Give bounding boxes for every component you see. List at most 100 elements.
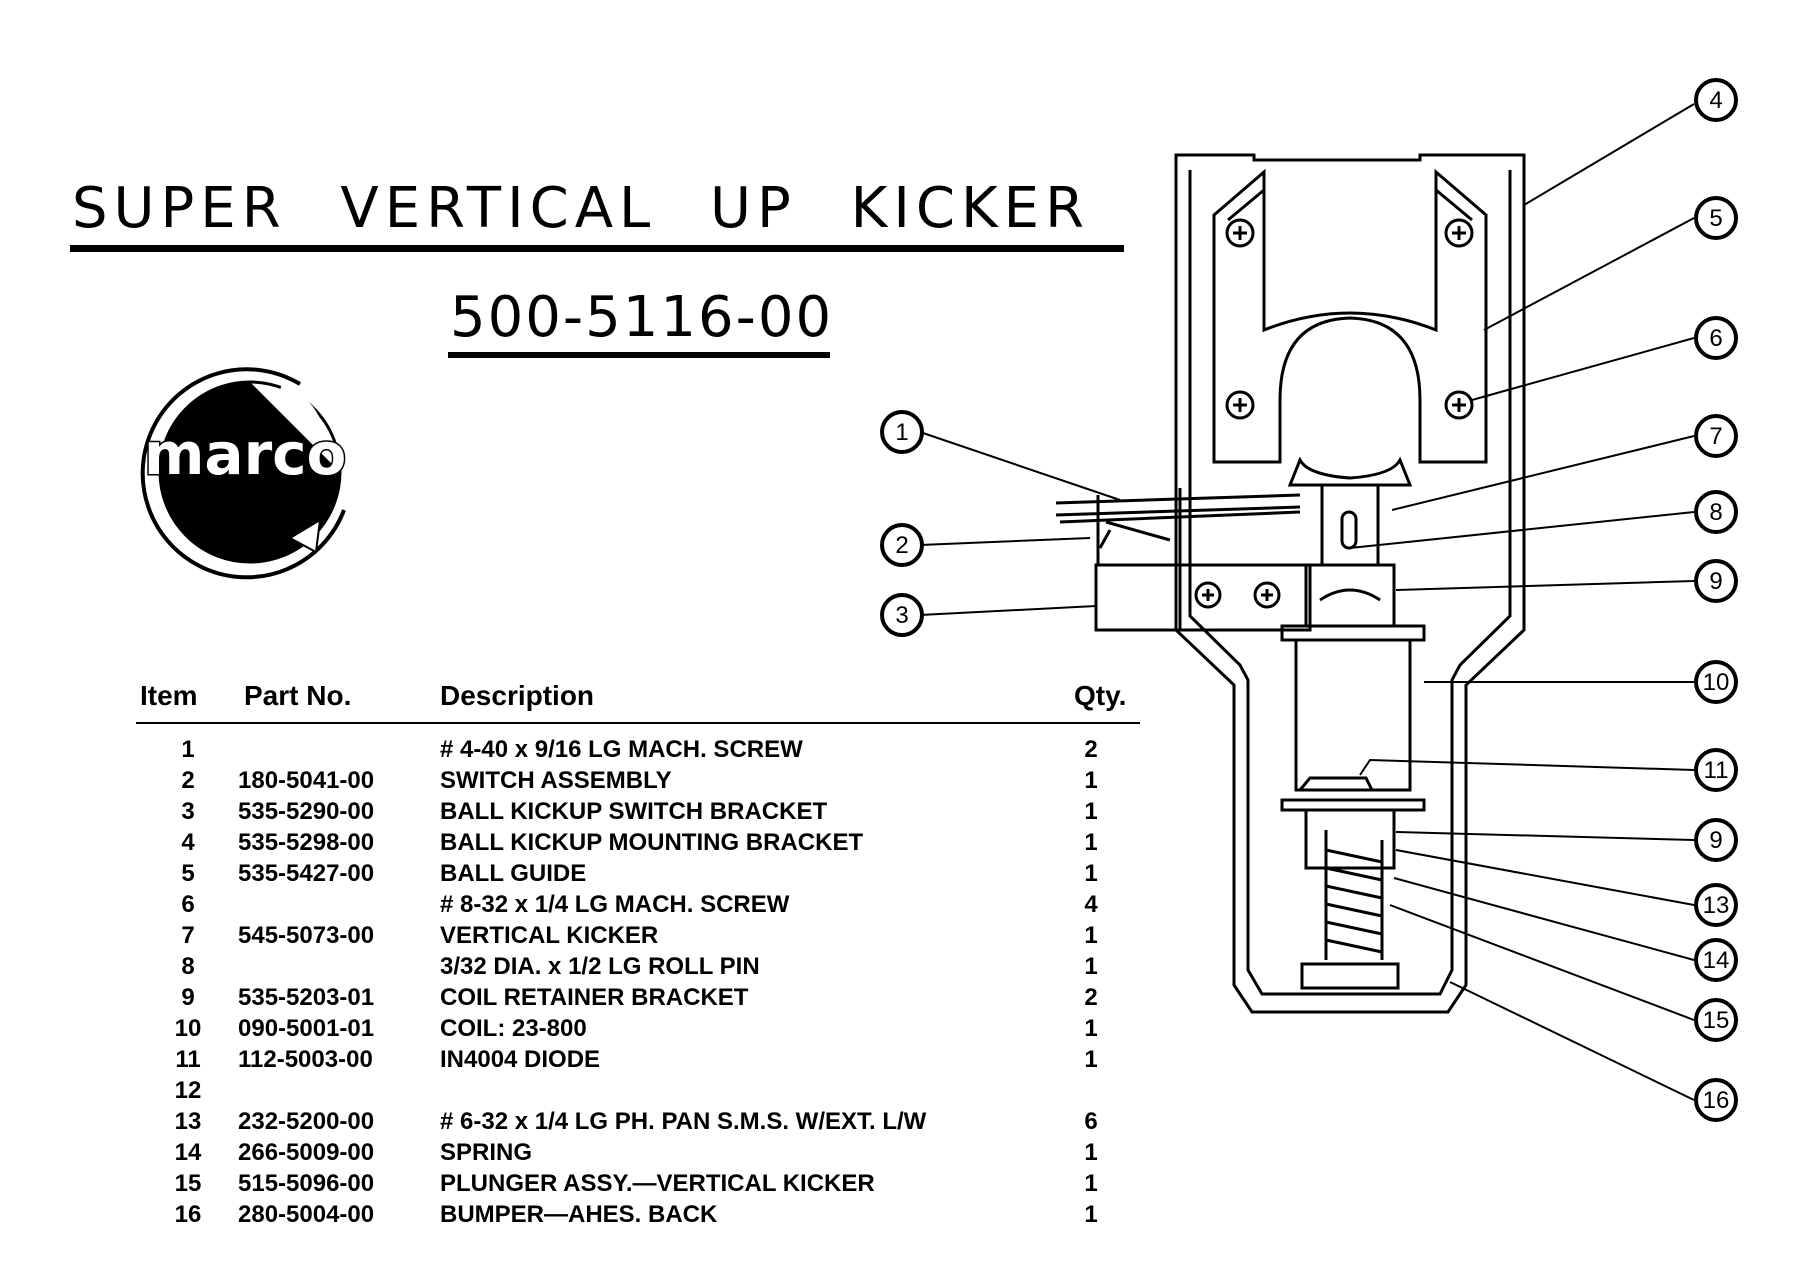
header-part-no: Part No. xyxy=(244,680,352,711)
description: # 4-40 x 9/16 LG MACH. SCREW xyxy=(440,736,803,763)
callout-number: 9 xyxy=(1709,568,1722,595)
callout-number: 6 xyxy=(1709,325,1722,352)
callout-number: 4 xyxy=(1709,87,1722,114)
callout-11: 11 xyxy=(1694,748,1738,792)
header-rule xyxy=(136,722,1140,724)
callout-number: 8 xyxy=(1709,499,1722,526)
diagram-title: SUPER VERTICAL UP KICKER xyxy=(72,176,1090,241)
callout-9: 9 xyxy=(1694,818,1738,862)
header-qty: Qty. xyxy=(1074,680,1127,711)
callout-1: 1 xyxy=(880,410,924,454)
item-number: 2 xyxy=(181,767,195,794)
description: VERTICAL KICKER xyxy=(440,922,659,949)
item-number: 5 xyxy=(181,860,195,887)
item-number: 3 xyxy=(181,798,195,825)
description: # 6-32 x 1/4 LG PH. PAN S.M.S. W/EXT. L/… xyxy=(440,1108,927,1135)
ball-guide xyxy=(1212,168,1488,464)
quantity: 4 xyxy=(1084,891,1098,918)
bumper xyxy=(1300,962,1400,990)
callout-leaders xyxy=(919,103,1695,1101)
description: IN4004 DIODE xyxy=(440,1046,601,1073)
callout-4: 4 xyxy=(1694,78,1738,122)
coil-retainer-bottom xyxy=(1304,808,1396,870)
mounting-bracket xyxy=(1174,153,1526,1014)
part-number: 112-5003-00 xyxy=(238,1046,373,1073)
part-number: 266-5009-00 xyxy=(238,1139,375,1166)
part-number: 535-5298-00 xyxy=(238,829,375,856)
callout-5: 5 xyxy=(1694,196,1738,240)
switch-assembly xyxy=(1055,493,1301,524)
part-number: 090-5001-01 xyxy=(238,1015,375,1042)
part-number: 180-5041-00 xyxy=(238,767,375,794)
description: BALL KICKUP MOUNTING BRACKET xyxy=(440,829,864,856)
quantity: 2 xyxy=(1084,736,1098,763)
logo-wordmark: marco xyxy=(144,420,346,488)
header-description: Description xyxy=(440,680,595,711)
quantity: 1 xyxy=(1084,798,1098,825)
roll-pin xyxy=(1340,510,1358,550)
quantity: 1 xyxy=(1084,1139,1098,1166)
description: SWITCH ASSEMBLY xyxy=(440,767,672,794)
callout-number: 3 xyxy=(895,602,908,629)
callout-number: 7 xyxy=(1709,423,1722,450)
part-number: 280-5004-00 xyxy=(238,1201,375,1228)
quantity: 1 xyxy=(1084,1170,1098,1197)
quantity: 6 xyxy=(1084,1108,1098,1135)
item-number: 13 xyxy=(174,1108,202,1135)
description: COIL: 23-800 xyxy=(440,1015,587,1042)
callout-number: 9 xyxy=(1709,827,1722,854)
part-number-underline xyxy=(448,352,830,358)
description: PLUNGER ASSY.—VERTICAL KICKER xyxy=(440,1170,875,1197)
spring xyxy=(1325,848,1383,954)
callout-3: 3 xyxy=(880,593,924,637)
callout-number: 11 xyxy=(1704,757,1729,784)
item-number: 11 xyxy=(175,1046,201,1073)
description: BALL KICKUP SWITCH BRACKET xyxy=(440,798,828,825)
callout-2: 2 xyxy=(880,523,924,567)
callout-10: 10 xyxy=(1694,660,1738,704)
callout-16: 16 xyxy=(1694,1078,1738,1122)
quantity: 1 xyxy=(1084,860,1098,887)
item-number: 14 xyxy=(174,1139,202,1166)
part-number: 535-5427-00 xyxy=(238,860,375,887)
description: 3/32 DIA. x 1/2 LG ROLL PIN xyxy=(440,953,760,980)
item-number: 12 xyxy=(174,1077,202,1104)
switch-bracket xyxy=(1094,563,1312,632)
title-underline xyxy=(70,245,1124,252)
vertical-kicker xyxy=(1287,456,1413,487)
callout-14: 14 xyxy=(1694,938,1738,982)
callout-number: 5 xyxy=(1709,205,1722,232)
item-number: 8 xyxy=(181,953,195,980)
part-number: 232-5200-00 xyxy=(238,1108,375,1135)
part-number: 535-5203-01 xyxy=(238,984,375,1011)
mach-screw-group xyxy=(1194,218,1474,609)
callout-number: 1 xyxy=(895,419,908,446)
item-number: 15 xyxy=(174,1170,202,1197)
callout-number: 2 xyxy=(895,532,908,559)
item-number: 6 xyxy=(181,891,195,918)
item-number: 1 xyxy=(181,736,195,763)
part-number: 535-5290-00 xyxy=(238,798,375,825)
callout-9: 9 xyxy=(1694,559,1738,603)
description: SPRING xyxy=(440,1139,533,1166)
description: # 8-32 x 1/4 LG MACH. SCREW xyxy=(440,891,790,918)
item-number: 4 xyxy=(181,829,195,856)
part-number: 515-5096-00 xyxy=(238,1170,375,1197)
item-number: 16 xyxy=(174,1201,202,1228)
callout-7: 7 xyxy=(1694,414,1738,458)
callout-15: 15 xyxy=(1694,998,1738,1042)
item-number: 10 xyxy=(174,1015,202,1042)
coil-flange-top xyxy=(1280,624,1426,642)
description: COIL RETAINER BRACKET xyxy=(440,984,749,1011)
coil-retainer-top xyxy=(1304,563,1396,628)
quantity: 2 xyxy=(1084,984,1098,1011)
plunger xyxy=(1324,830,1384,960)
quantity: 1 xyxy=(1084,953,1098,980)
callout-number: 13 xyxy=(1703,892,1730,919)
callout-number: 10 xyxy=(1703,669,1730,696)
callout-13: 13 xyxy=(1694,883,1738,927)
quantity: 1 xyxy=(1084,1201,1098,1228)
callout-8: 8 xyxy=(1694,490,1738,534)
